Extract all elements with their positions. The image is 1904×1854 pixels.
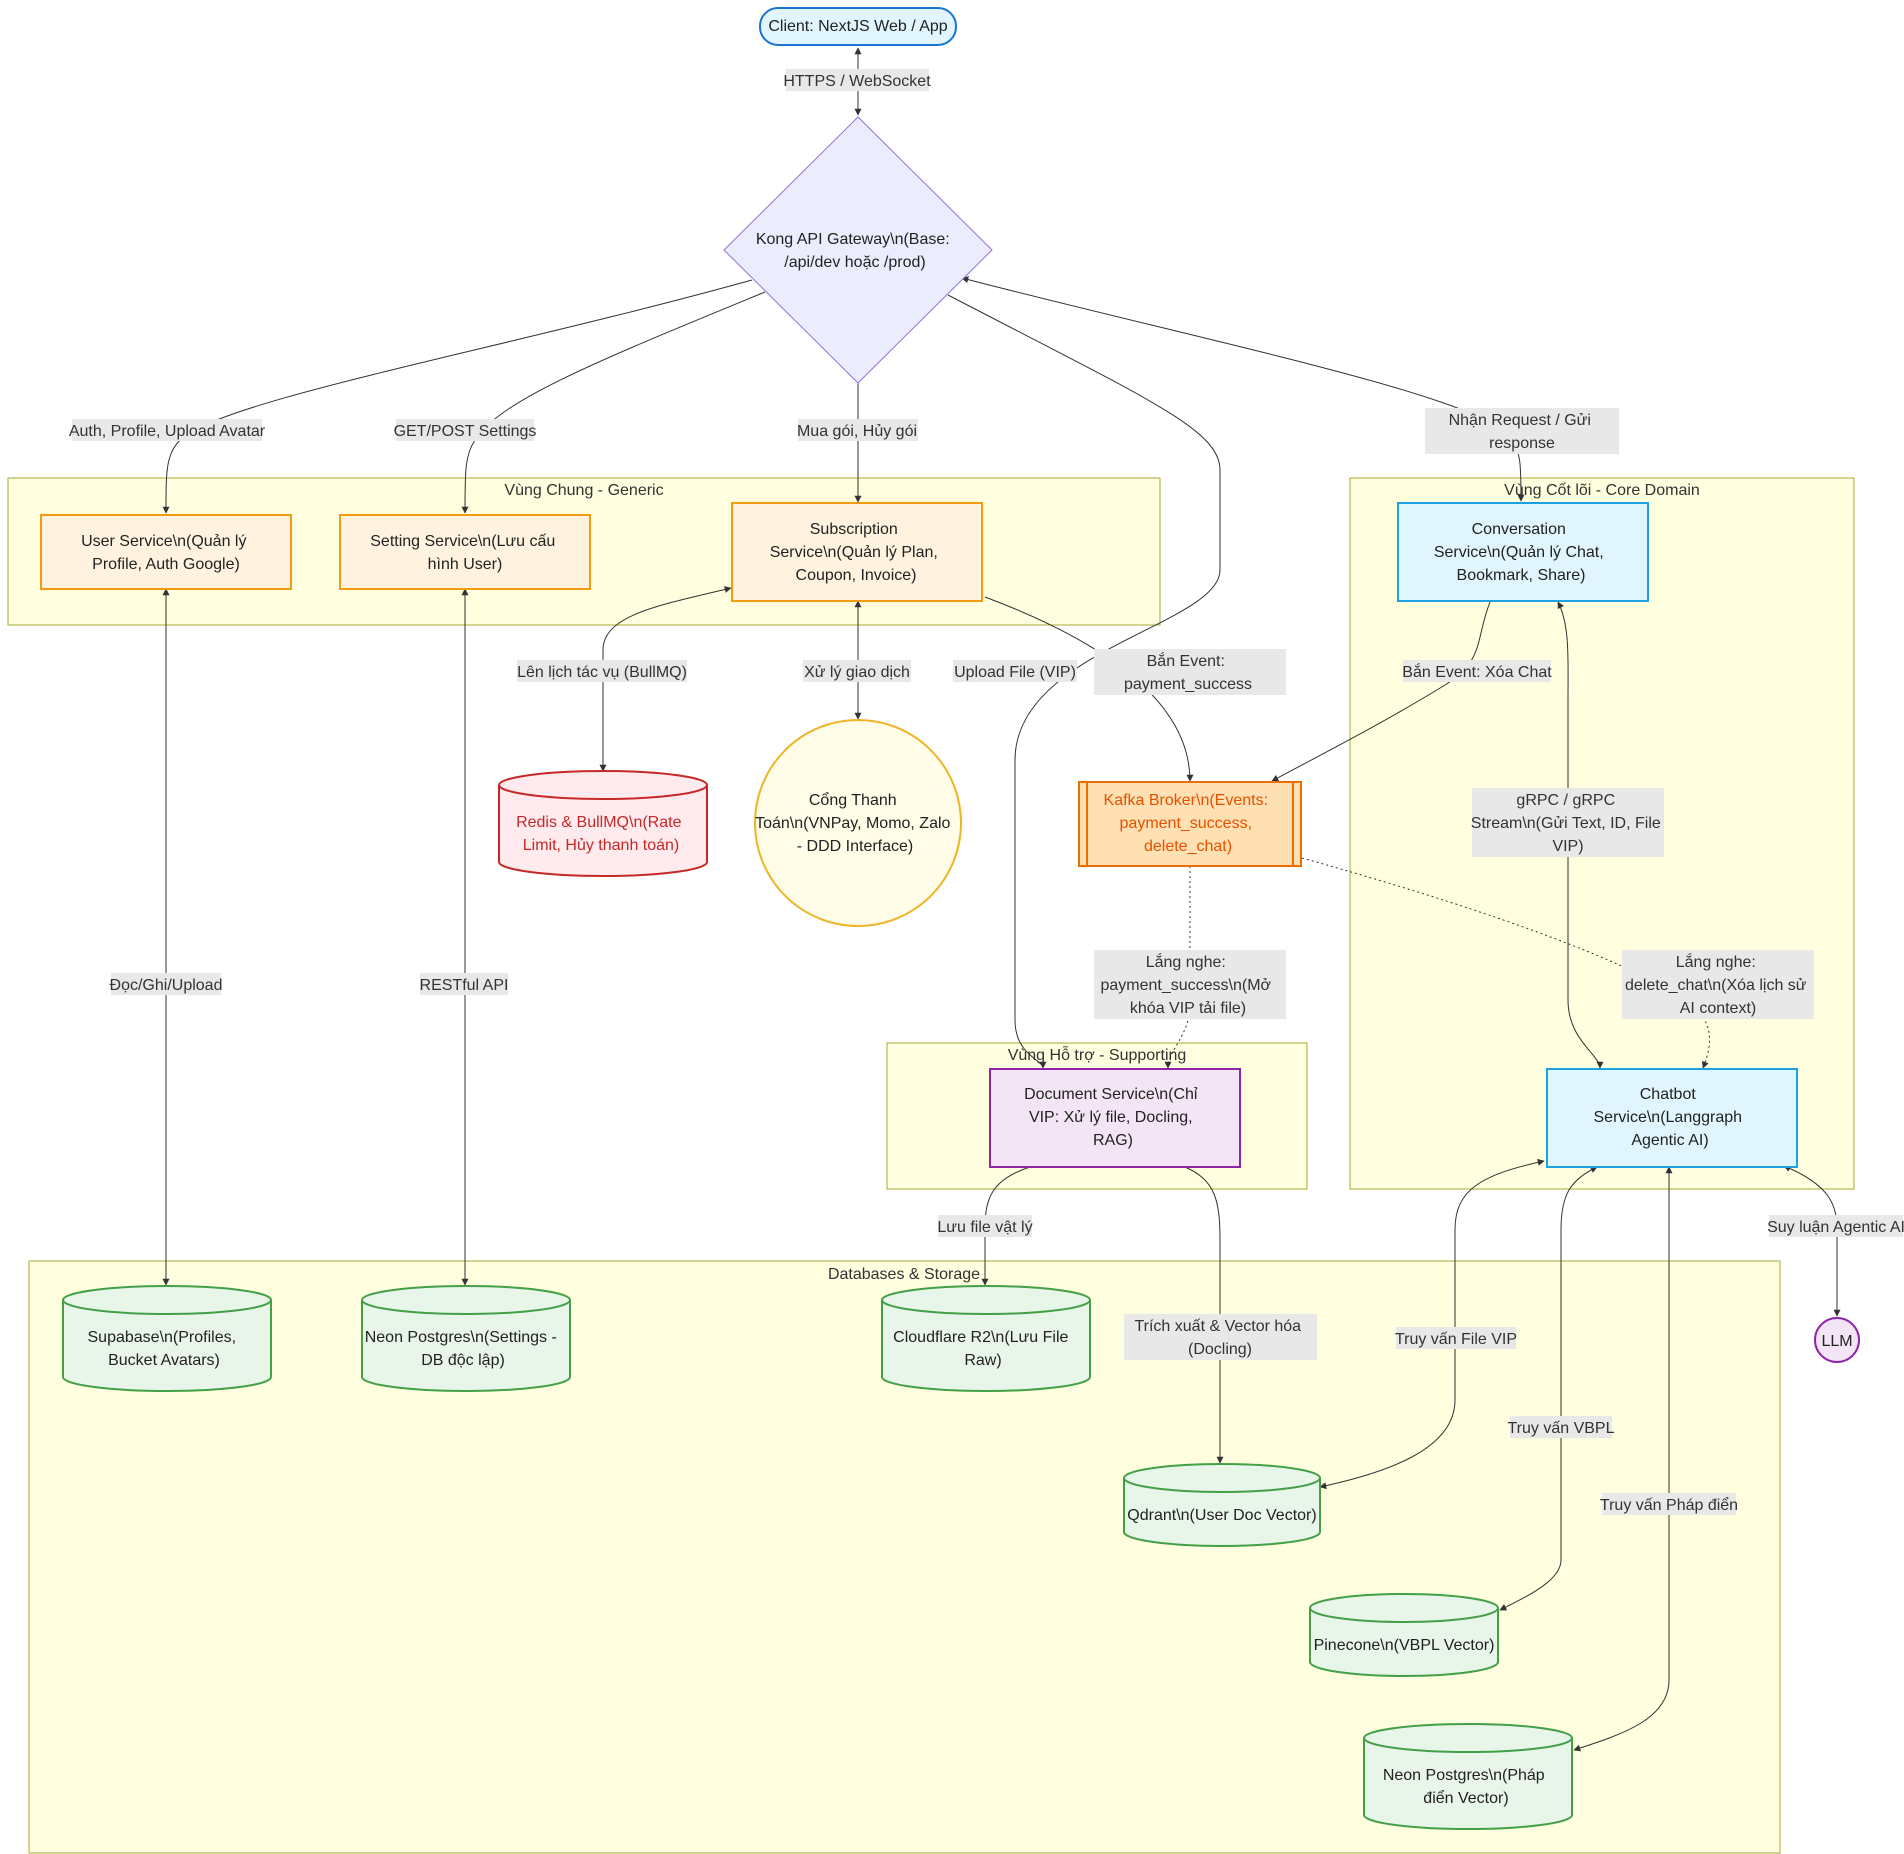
edge-label-bg <box>1396 1327 1516 1349</box>
edge-label-bg <box>1510 1416 1612 1438</box>
neon-phapdien-node <box>1363 1723 1573 1830</box>
edge-conversation-chatbot <box>1557 601 1604 1069</box>
edge-label-lang-nghe-payment: Lắng nghe: payment_success\n(Mở khóa VIP… <box>1100 952 1275 1017</box>
edge-label-truy-van-phapdien: Truy vấn Pháp điển <box>1600 1496 1738 1514</box>
chatbot-service-node <box>1546 1068 1798 1168</box>
subscription-service-node-label: Subscription Service\n(Quản lý Plan, Cou… <box>770 521 943 584</box>
chatbot-service-node-label: Chatbot Service\n(Langgraph Agentic AI) <box>1594 1086 1747 1149</box>
edge-label-luu-file: Lưu file vật lý <box>937 1219 1032 1236</box>
edge-label-bg <box>72 419 262 441</box>
edge-label-bg <box>517 660 687 682</box>
supabase-node-label: Supabase\n(Profiles, Bucket Avatars) <box>88 1329 241 1369</box>
qdrant-node <box>1123 1463 1321 1547</box>
edge-label-bg <box>1094 950 1286 1019</box>
edge-label-grpc: gRPC / gRPC Stream\n(Gửi Text, ID, File … <box>1471 792 1665 855</box>
edge-label-restful: RESTful API <box>420 977 509 994</box>
edge-label-mua-goi: Mua gói, Hủy gói <box>797 423 917 440</box>
conversation-service-node-label: Conversation Service\n(Quản lý Chat, Boo… <box>1434 521 1608 584</box>
llm-node-label: LLM <box>1821 1333 1852 1350</box>
group-generic-label: Vùng Chung - Generic <box>504 482 663 499</box>
edge-label-doc-ghi: Đọc/Ghi/Upload <box>110 977 223 994</box>
document-service-node <box>989 1068 1241 1168</box>
edge-conversation-kafka <box>1271 601 1491 782</box>
edge-label-nhan-request: Nhận Request / Gửi response <box>1449 412 1596 452</box>
conversation-service-node <box>1397 502 1649 602</box>
payment-gateway-node-label: Cổng Thanh Toán\n(VNPay, Momo, Zalo - DD… <box>755 791 955 855</box>
qdrant-node-label: Qdrant\n(User Doc Vector) <box>1127 1507 1316 1524</box>
edge-label-bg <box>1602 1493 1736 1515</box>
edge-label-bg <box>1425 408 1619 454</box>
edge-label-ban-event-payment: Bắn Event: payment_success <box>1124 651 1252 693</box>
edge-chatbot-neon-phapdien <box>1573 1166 1673 1752</box>
edge-subscription-redis <box>599 586 732 772</box>
setting-service-node-label: Setting Service\n(Lưu cấu hình User) <box>370 533 559 573</box>
edge-label-bg <box>1769 1215 1903 1237</box>
redis-node-label: Redis & BullMQ\n(Rate Limit, Hủy thanh t… <box>516 814 686 854</box>
llm-node <box>1814 1317 1860 1363</box>
cloudflare-node <box>881 1285 1091 1392</box>
edge-label-bg <box>111 973 221 995</box>
edge-label-truy-van-vbpl: Truy vấn VBPL <box>1507 1420 1614 1437</box>
edge-gateway-user <box>162 279 753 514</box>
group-core-domain-label: Vùng Cốt lõi - Core Domain <box>1504 482 1700 499</box>
edge-label-bg <box>1124 1314 1317 1360</box>
edge-label-bg <box>1622 950 1814 1019</box>
edge-label-trich-xuat: Trích xuất & Vector hóa (Docling) <box>1134 1318 1305 1358</box>
pinecone-node <box>1309 1593 1499 1677</box>
edge-label-https: HTTPS / WebSocket <box>783 73 931 90</box>
edge-gateway-setting <box>461 291 766 514</box>
document-service-node-label: Document Service\n(Chỉ VIP: Xử lý file, … <box>1024 1086 1202 1149</box>
pinecone-node-label: Pinecone\n(VBPL Vector) <box>1314 1637 1495 1654</box>
edge-chatbot-qdrant <box>1319 1158 1545 1490</box>
user-service-node-label: User Service\n(Quản lý Profile, Auth Goo… <box>81 533 251 573</box>
edge-label-bg <box>798 419 918 441</box>
cloudflare-node-label: Cloudflare R2\n(Lưu File Raw) <box>893 1329 1073 1369</box>
setting-service-node <box>339 514 591 590</box>
edge-label-suy-luan: Suy luận Agentic AI <box>1767 1219 1904 1236</box>
edge-label-upload: Upload File (VIP) <box>954 664 1076 681</box>
kafka-node <box>1078 781 1302 867</box>
group-supporting-label: Vùng Hỗ trợ - Supporting <box>1008 1045 1187 1064</box>
edge-label-bg <box>953 660 1077 682</box>
client-node-label: Client: NextJS Web / App <box>768 18 947 35</box>
edge-label-auth: Auth, Profile, Upload Avatar <box>69 423 266 440</box>
edge-gateway-document <box>947 294 1221 1069</box>
edge-label-bg <box>1094 649 1286 695</box>
client-node <box>759 7 957 46</box>
neon-settings-node <box>361 1285 571 1392</box>
edge-label-lang-nghe-delete: Lắng nghe: delete_chat\n(Xóa lịch sử AI … <box>1625 952 1811 1017</box>
group-databases-label: Databases & Storage <box>828 1266 980 1283</box>
kafka-node-label: Kafka Broker\n(Events: payment_success, … <box>1104 792 1273 855</box>
redis-node <box>498 770 708 877</box>
edge-label-bg <box>1403 660 1551 682</box>
neon-settings-node-label: Neon Postgres\n(Settings - DB độc lập) <box>365 1329 562 1369</box>
edge-label-ban-event-xoa: Bắn Event: Xóa Chat <box>1402 662 1552 681</box>
edge-label-bg <box>1472 788 1664 857</box>
edge-gateway-conversation <box>961 276 1525 502</box>
edge-kafka-document <box>1164 866 1191 1069</box>
supabase-node <box>62 1285 272 1392</box>
edge-label-bg <box>938 1215 1032 1237</box>
edge-label-bg <box>803 660 911 682</box>
neon-phapdien-node-label: Neon Postgres\n(Pháp điển Vector) <box>1383 1767 1549 1807</box>
edge-label-len-lich: Lên lịch tác vụ (BullMQ) <box>517 664 687 681</box>
edge-label-bg <box>786 69 929 91</box>
user-service-node <box>40 514 292 590</box>
gateway-node-label: Kong API Gateway\n(Base: /api/dev hoặc /… <box>756 231 954 271</box>
payment-gateway-node <box>754 719 962 927</box>
subscription-service-node <box>731 502 983 602</box>
edge-label-get-post: GET/POST Settings <box>394 423 537 440</box>
edge-label-truy-van-file: Truy vấn File VIP <box>1395 1331 1517 1348</box>
edge-document-qdrant <box>1184 1166 1224 1464</box>
edge-label-bg <box>420 973 508 995</box>
edge-label-xu-ly-gd: Xử lý giao dịch <box>804 664 910 681</box>
edge-label-bg <box>396 419 534 441</box>
gateway-node <box>723 116 993 384</box>
